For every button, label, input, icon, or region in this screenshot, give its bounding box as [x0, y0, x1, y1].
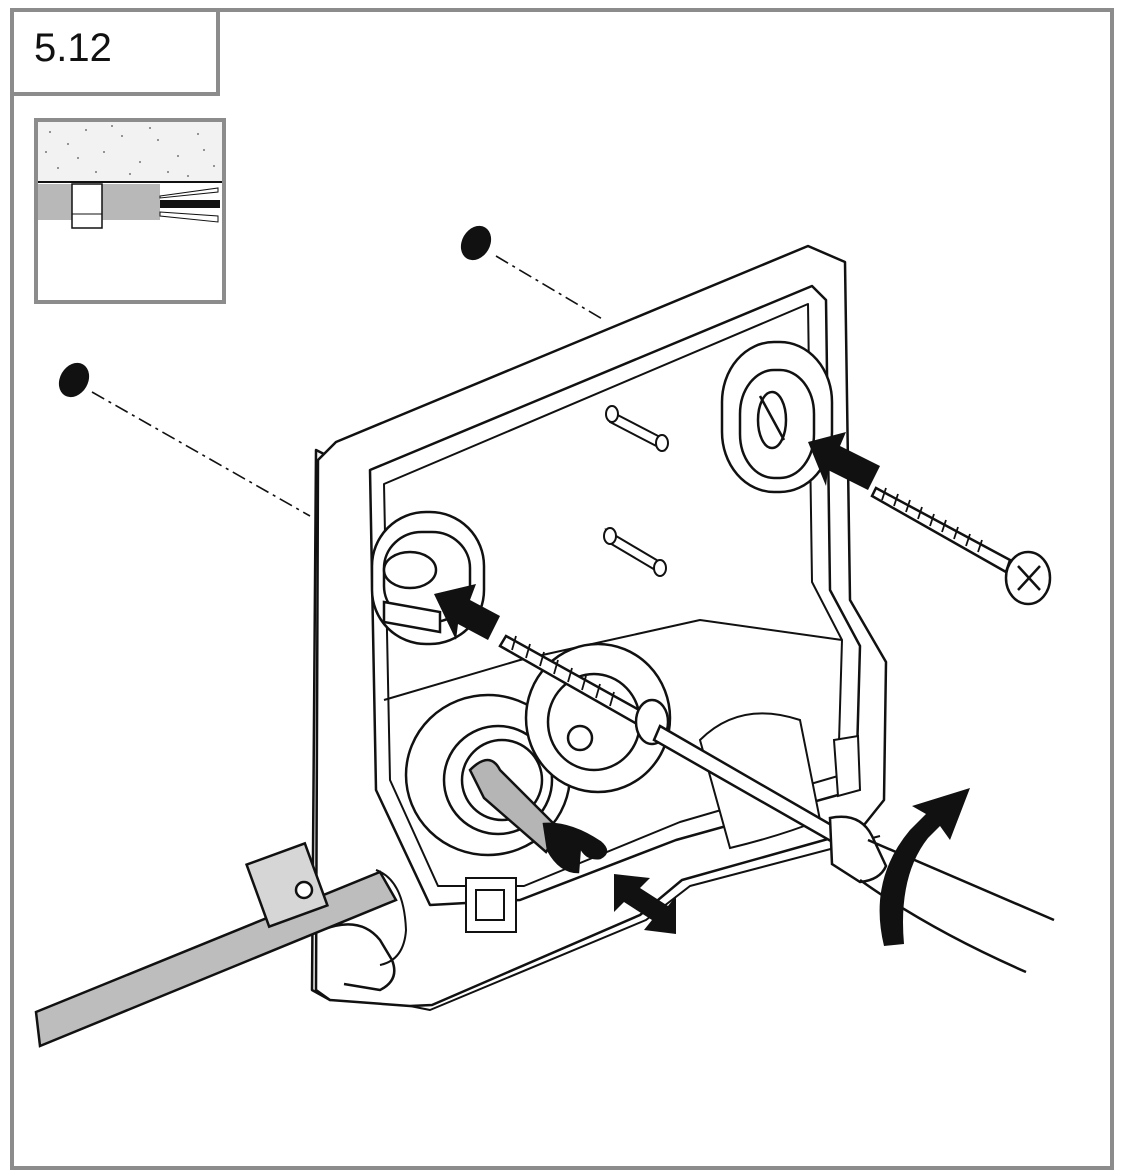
locating-pegs [603, 405, 669, 577]
right-screw-icon [870, 486, 1052, 606]
step-number: 5.12 [34, 26, 112, 70]
cable-through-hole [468, 758, 608, 874]
wall-plug-section [71, 183, 103, 229]
plaster-layer [38, 122, 222, 182]
screwdriver-icon [652, 724, 1055, 974]
step-number-box: 5.12 [10, 8, 220, 96]
cable-icon [34, 841, 398, 1048]
wall-section-diagram [38, 122, 222, 229]
wall-section-inset [34, 118, 226, 304]
filled-arrow-icon [434, 432, 880, 640]
bottom-clips [465, 734, 862, 933]
rotation-arrow-icon [879, 788, 970, 946]
plaster-speckles [45, 125, 215, 177]
alignment-lines [91, 255, 605, 517]
right-screw-slot [720, 340, 834, 494]
double-arrow-icon [614, 874, 676, 934]
screw-section [160, 200, 220, 208]
wall-plug-icon [58, 225, 492, 398]
